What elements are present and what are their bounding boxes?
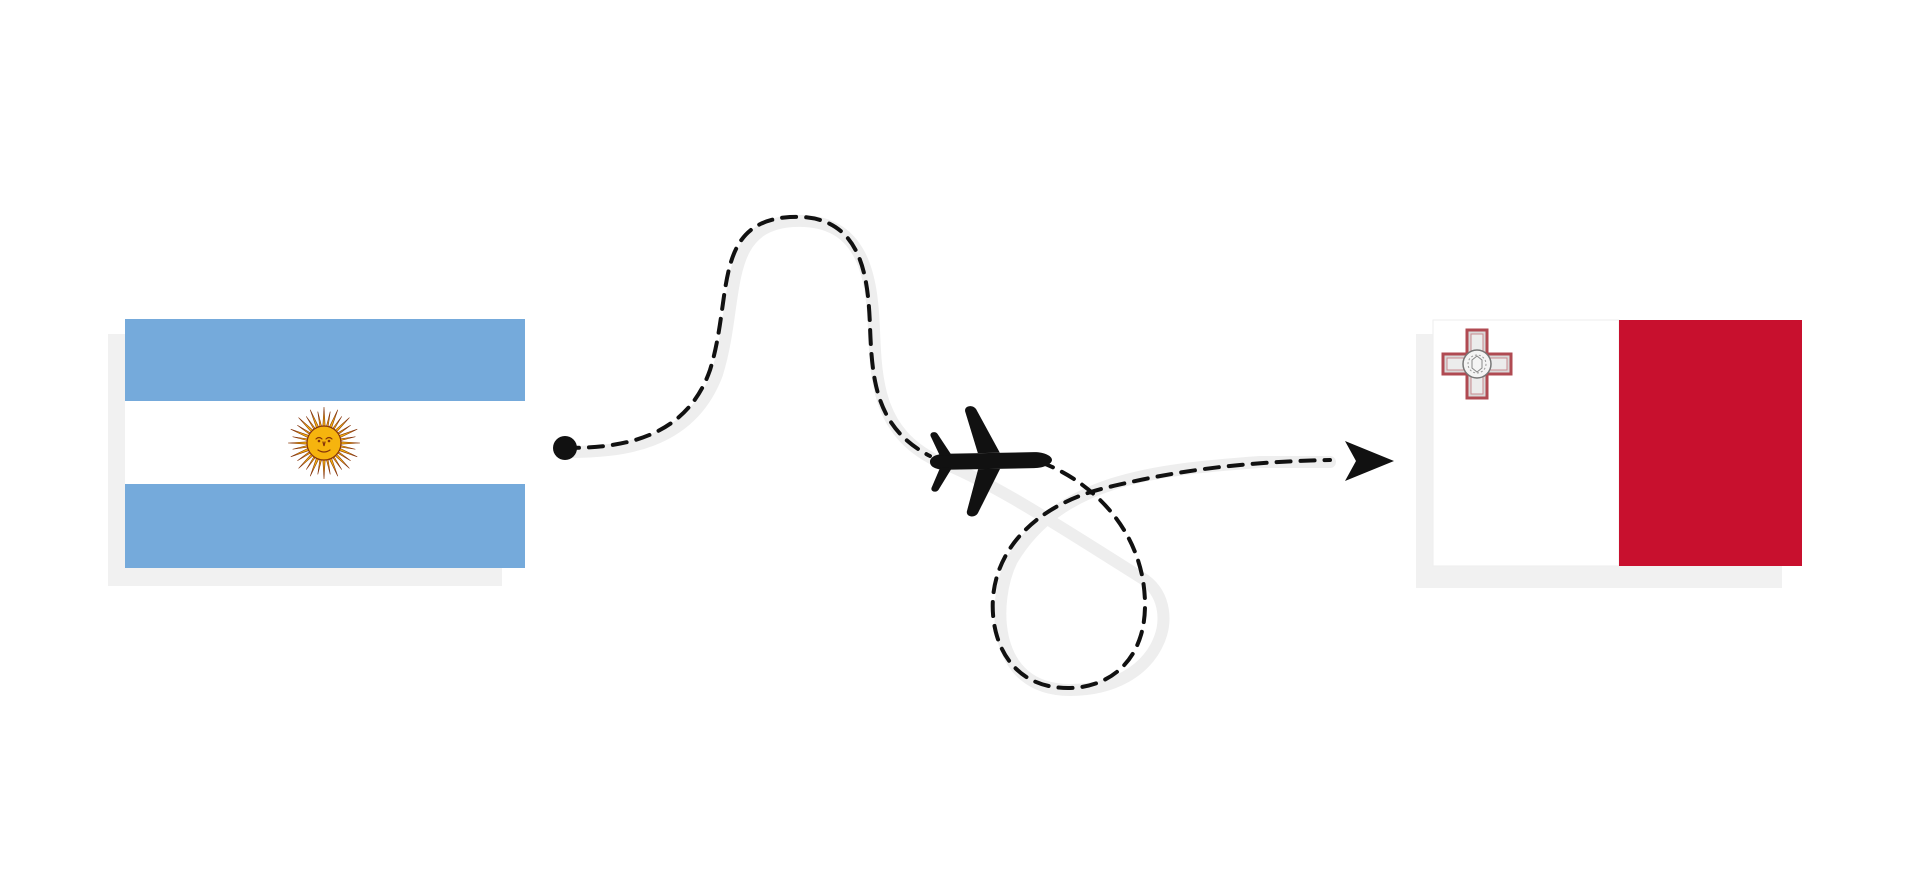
flight-start-dot [553,436,577,460]
george-cross-icon [1441,328,1513,400]
origin-flag-bottom-stripe [125,484,525,568]
sun-of-may-icon [287,406,361,480]
flight-path [553,214,1394,697]
origin-flag-argentina [108,319,525,586]
origin-flag-top-stripe [125,319,525,401]
flight-path-shadow [561,214,1336,697]
destination-flag-malta [1416,319,1802,588]
flight-path-dashed-line [563,214,932,458]
flight-path-dashed-loop [990,458,1332,691]
airplane-icon [930,406,1052,517]
flight-end-arrow [1345,441,1394,481]
destination-flag-red-half [1619,320,1802,566]
